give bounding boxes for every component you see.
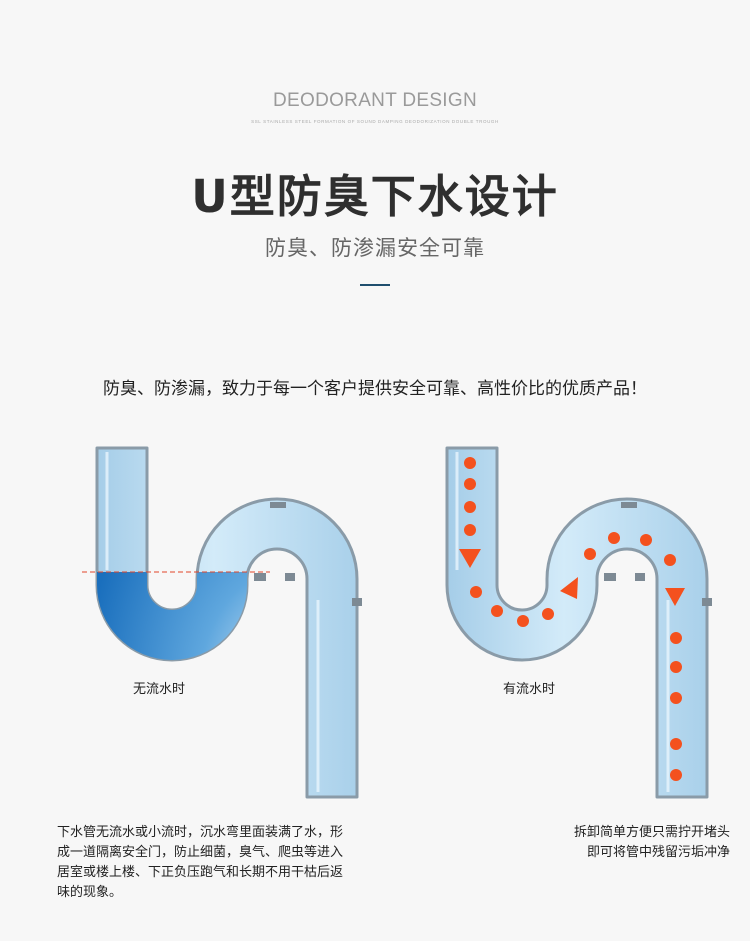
flow-dot (464, 501, 476, 513)
flow-dot (584, 548, 596, 560)
flow-arrow-down (665, 588, 685, 606)
left-description-line: 下水管无流水或小流时，沉水弯里面装满了水，形 (57, 825, 344, 840)
en-subtitle: SSL STAINLESS STEEL FORMATION OF SOUND D… (251, 119, 499, 124)
flow-path (459, 457, 685, 781)
flow-dot (640, 534, 652, 546)
right-description-line: 即可将管中残留污垢冲净 (586, 845, 730, 860)
flow-dot (670, 738, 682, 750)
right-caption: 有流水时 (503, 682, 556, 697)
flow-dot (491, 605, 503, 617)
flow-dot (608, 532, 620, 544)
page-title: U型防臭下水设计 (191, 170, 559, 223)
left-description: 下水管无流水或小流时，沉水弯里面装满了水，形 成一道隔离安全门，防止细菌，臭气、… (57, 823, 397, 903)
flow-arrow-left (560, 577, 578, 599)
flow-dot (470, 586, 482, 598)
flow-dot (664, 554, 676, 566)
flow-dot (464, 478, 476, 490)
right-description: 拆卸简单方便只需拧开堵头 即可将管中残留污垢冲净 (520, 823, 730, 863)
flow-dot (670, 769, 682, 781)
left-description-line: 成一道隔离安全门，防止细菌，臭气、爬虫等进入 (57, 845, 344, 860)
left-caption: 无流水时 (133, 682, 186, 697)
flow-dot (464, 457, 476, 469)
left-description-line: 味的现象。 (57, 885, 123, 900)
right-description-line: 拆卸简单方便只需拧开堵头 (573, 825, 730, 840)
flow-dot (464, 524, 476, 536)
flow-dot (517, 615, 529, 627)
accent-divider (360, 284, 390, 286)
left-description-line: 居室或楼上楼、下正负压跑气和长期不用干枯后返 (57, 865, 344, 880)
left-pipe (82, 446, 362, 799)
right-pipe (445, 446, 712, 799)
flow-arrow-down (459, 549, 481, 568)
flow-dot (542, 608, 554, 620)
page-subtitle: 防臭、防渗漏安全可靠 (265, 236, 485, 260)
right-pipe-outline (445, 446, 709, 799)
flow-dot (670, 632, 682, 644)
flow-dot (670, 692, 682, 704)
trap-water (97, 572, 248, 660)
tagline: 防臭、防渗漏，致力于每一个客户提供安全可靠、高性价比的优质产品！ (103, 379, 647, 399)
en-title: DEODORANT DESIGN (273, 90, 477, 111)
flow-dot (670, 661, 682, 673)
